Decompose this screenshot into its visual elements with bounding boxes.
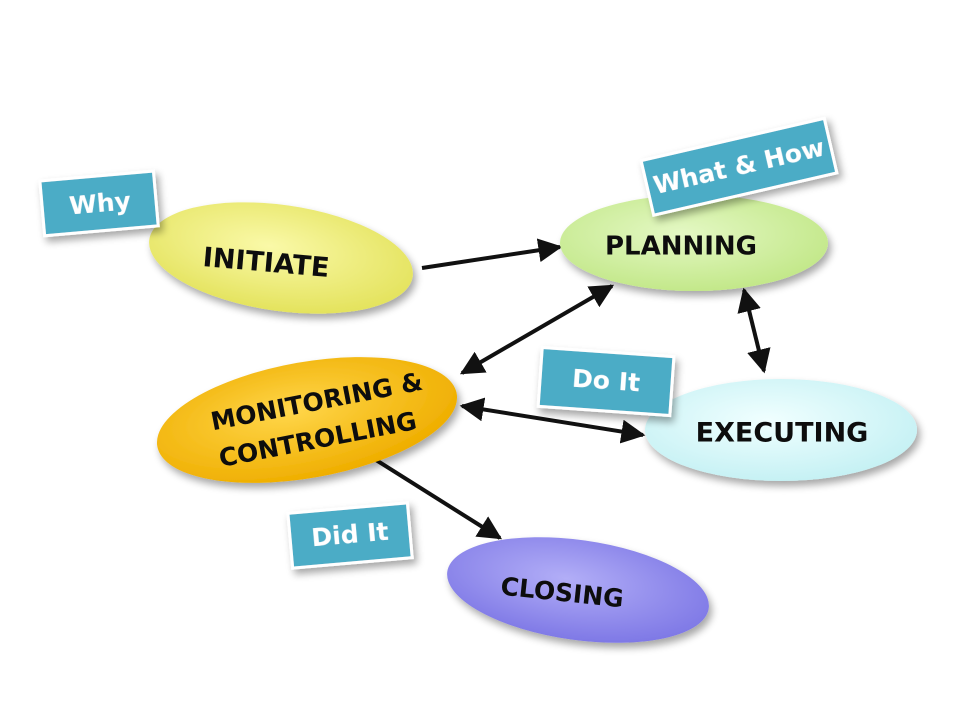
node-executing-label: EXECUTING (696, 418, 869, 449)
arrow-monitoring-closing (374, 458, 503, 540)
node-closing: CLOSING (447, 537, 709, 643)
tag-why-label: Why (68, 186, 132, 220)
tag-do-it-label: Do It (571, 364, 641, 398)
node-executing: EXECUTING (645, 379, 917, 481)
node-planning-label: PLANNING (605, 232, 757, 262)
arrow-planning-monitoring (459, 284, 615, 375)
node-initiate: INITIATE (149, 202, 413, 314)
arrow-initiate-planning (421, 238, 563, 270)
tag-did-it-label: Did It (310, 517, 389, 553)
tag-do-it: Do It (536, 345, 676, 418)
arrow-planning-executing (737, 287, 771, 374)
tag-why: Why (38, 169, 160, 238)
node-monitoring: MONITORING & CONTROLLING (156, 357, 458, 483)
tag-did-it: Did It (286, 501, 414, 570)
arrows (374, 238, 771, 540)
arrow-monitoring-executing (459, 397, 646, 444)
node-planning: PLANNING (560, 195, 828, 291)
tag-what-how: What & How (639, 116, 839, 218)
